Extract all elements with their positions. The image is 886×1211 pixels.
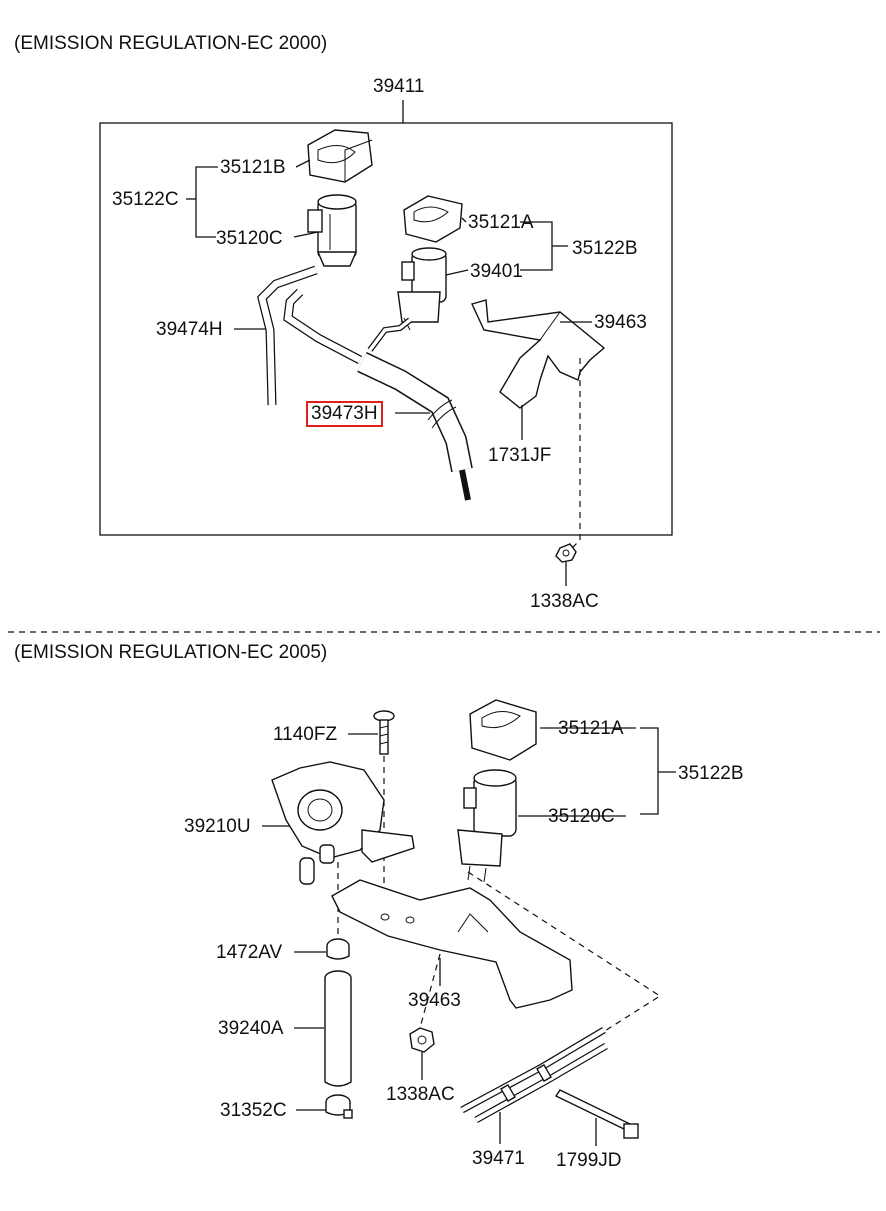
tie-1799JD: [554, 1089, 639, 1139]
cover-35121A-top: [403, 195, 463, 243]
dash-1338AC-bottom-path: [419, 953, 441, 1029]
leader-35121A-top: [461, 217, 467, 223]
leader-35121B: [295, 159, 311, 168]
label-35121A-bottom[interactable]: 35121A: [558, 718, 624, 739]
label-35121A[interactable]: 35121A: [468, 212, 534, 233]
label-31352C[interactable]: 31352C: [220, 1100, 287, 1121]
leader-39401: [445, 269, 469, 276]
valve-39401: [397, 247, 447, 331]
hose-39473H: [357, 317, 473, 501]
dash-39463-bottom: [467, 871, 662, 1035]
assembly-frame-39411: [99, 122, 673, 536]
label-35120C-bottom[interactable]: 35120C: [548, 806, 615, 827]
label-35120C[interactable]: 35120C: [216, 228, 283, 249]
label-39463-bottom[interactable]: 39463: [408, 990, 461, 1011]
section-title-ec2000: (EMISSION REGULATION-EC 2000): [14, 33, 328, 54]
label-35122C[interactable]: 35122C: [112, 189, 179, 210]
label-35121B[interactable]: 35121B: [220, 157, 286, 178]
cover-35121A-bottom: [469, 699, 537, 761]
valve-35120C: [307, 194, 358, 267]
label-1731JF[interactable]: 1731JF: [488, 445, 552, 466]
label-1338AC-top[interactable]: 1338AC: [530, 591, 599, 612]
bracket-35122C: [195, 166, 218, 238]
label-1472AV[interactable]: 1472AV: [216, 942, 283, 963]
label-35122B[interactable]: 35122B: [572, 238, 638, 259]
bracket-39463-bottom: [331, 879, 573, 1009]
cover-35121B: [307, 129, 373, 183]
nut-1338AC-bottom: [409, 1027, 435, 1053]
leader-35120C: [293, 231, 319, 238]
label-39401[interactable]: 39401: [470, 261, 523, 282]
label-39240A[interactable]: 39240A: [218, 1018, 284, 1039]
label-1338AC-bottom[interactable]: 1338AC: [386, 1084, 455, 1105]
section-title-ec2005: (EMISSION REGULATION-EC 2005): [14, 642, 328, 663]
label-35122B-bottom[interactable]: 35122B: [678, 763, 744, 784]
label-39210U[interactable]: 39210U: [184, 816, 251, 837]
label-39473H-highlighted[interactable]: 39473H: [306, 401, 383, 427]
clamp-31352C: [325, 1094, 353, 1119]
hose-39474H: [257, 265, 363, 406]
label-39411[interactable]: 39411: [373, 76, 425, 97]
bolt-1140FZ: [373, 710, 395, 755]
label-39474H[interactable]: 39474H: [156, 319, 223, 340]
label-39471[interactable]: 39471: [472, 1148, 525, 1169]
bracket-39463-top: [471, 299, 606, 409]
label-39463[interactable]: 39463: [594, 312, 647, 333]
valve-35120C-bottom: [457, 769, 517, 883]
hose-39240A: [324, 970, 352, 1087]
nut-1338AC-top: [555, 543, 577, 563]
dash-1338AC-top: [567, 358, 581, 553]
label-1140FZ[interactable]: 1140FZ: [273, 724, 338, 745]
clamp-1472AV: [326, 938, 350, 960]
tubes-39471: [460, 1026, 608, 1124]
bracket-35122B-bottom: [640, 727, 659, 815]
label-1799JD[interactable]: 1799JD: [556, 1150, 622, 1171]
sensor-39210U: [271, 761, 415, 885]
